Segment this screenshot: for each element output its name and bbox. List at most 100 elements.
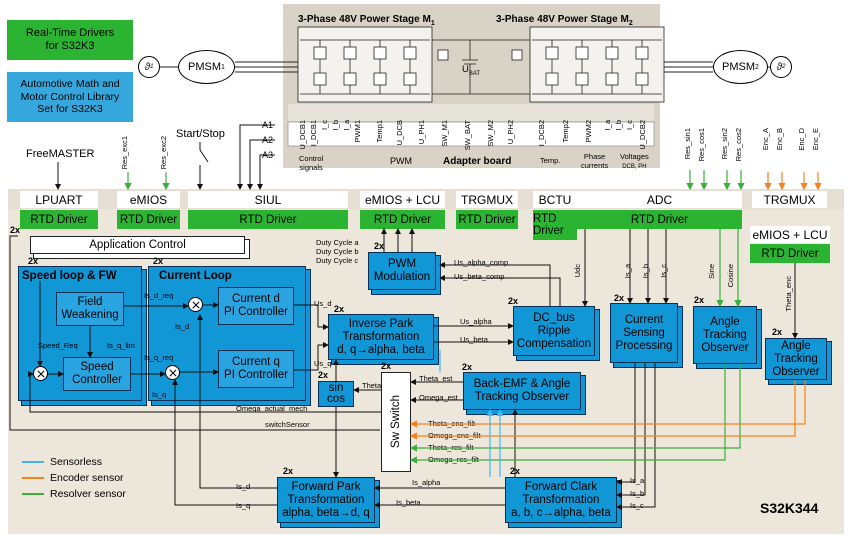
- legend-encoder: Encoder sensor: [22, 472, 124, 484]
- x2-label-ato1: 2x: [694, 295, 705, 305]
- duty-cycle-b-label: Duty Cycle b: [316, 247, 359, 256]
- back-emf-observer-block: Back-EMF & Angle Tracking Observer: [463, 372, 581, 410]
- omega-actual-mech-label: Omega_actual_mech: [236, 404, 308, 413]
- duty-cycle-c-label: Duty Cycle c: [316, 256, 359, 265]
- x2-label-cursense: 2x: [614, 293, 625, 303]
- us-alpha-label: Us_alpha: [460, 317, 492, 326]
- current-q-controller-block: Current q PI Controller: [218, 350, 294, 388]
- adapter-board-label: Adapter board: [443, 156, 512, 167]
- forward-clark-block: Forward Clark Transformation a, b, c→alp…: [505, 477, 617, 523]
- bctu-periph: BCTU: [533, 191, 577, 208]
- theta-est-label: Theta_est: [419, 374, 453, 383]
- is-a-label-clark: Is_a: [630, 476, 645, 485]
- siul-periph: SIUL: [188, 191, 348, 208]
- legend-sensorless-swatch: [22, 461, 44, 463]
- pwm-modulation-block: PWM Modulation: [368, 252, 436, 290]
- start-stop-label: Start/Stop: [176, 128, 225, 140]
- speed-req-label: Speed_Req: [38, 341, 78, 350]
- x2-label-current: 2x: [153, 256, 164, 266]
- legend-resolver-swatch: [22, 493, 44, 495]
- phase-currents-label: Phase currents: [581, 152, 609, 170]
- current-sensing-block: Current Sensing Processing: [610, 303, 678, 363]
- emios-lcu-periph: eMIOS + LCU: [360, 191, 445, 208]
- rtd-siul: RTD Driver: [188, 210, 348, 229]
- x2-label-bemf: 2x: [462, 362, 473, 372]
- legend-rtd-box: Real-Time Drivers for S32K3: [7, 20, 133, 60]
- duty-cycle-a-label: Duty Cycle a: [316, 238, 359, 247]
- emios-lcu2-periph: eMIOS + LCU: [750, 226, 830, 243]
- is-c-label-clark: Is_c: [630, 501, 644, 510]
- speed-controller-block: Speed Controller: [63, 357, 131, 391]
- angle-tracking-observer-encoder-block: Angle Tracking Observer: [765, 338, 827, 380]
- x2-label-sincos: 2x: [318, 370, 329, 380]
- rtd-trgmux: RTD Driver: [456, 210, 518, 229]
- current-loop-title: Current Loop: [159, 270, 232, 282]
- theta-label: Theta: [362, 381, 382, 390]
- rtd-adc: RTD Driver: [577, 210, 742, 229]
- us-beta-comp-label: Us_beta_comp: [454, 272, 505, 281]
- rtd-emios-lcu: RTD Driver: [360, 210, 445, 229]
- control-signals-label: Control signals: [299, 154, 324, 172]
- legend-resolver: Resolver sensor: [22, 488, 126, 500]
- temp-label: Temp.: [540, 156, 561, 165]
- x2-label-fpark: 2x: [283, 466, 294, 476]
- us-q-label: Us_q: [314, 359, 332, 368]
- is-b-label-clark: Is_b: [630, 489, 645, 498]
- is-q-req-label: Is_q_req: [144, 353, 174, 362]
- lpuart-periph: LPUART: [20, 191, 98, 208]
- is-q-lim-label: Is_q_lim: [107, 341, 135, 350]
- chip-label: S32K344: [760, 500, 819, 516]
- adc-periph: ADC: [577, 191, 742, 208]
- x2-label-app: 2x: [10, 225, 21, 235]
- inverse-park-block: Inverse Park Transformation d, q→alpha, …: [328, 314, 434, 360]
- is-q-label-loop: Is_q: [152, 390, 167, 399]
- ubat-label: UBAT: [462, 64, 481, 77]
- x2-label-dcbus: 2x: [508, 296, 519, 306]
- rtd-lpuart: RTD Driver: [20, 210, 98, 229]
- legend-sensorless: Sensorless: [22, 456, 102, 468]
- forward-park-block: Forward Park Transformation alpha, beta→…: [277, 477, 375, 523]
- is-d-label-loop: Is_d: [175, 322, 190, 331]
- x2-label-ipark: 2x: [334, 304, 345, 314]
- legend-encoder-swatch: [22, 477, 44, 479]
- application-control-block: Application Control: [30, 236, 245, 254]
- rtd-emios-lcu2: RTD Driver: [750, 244, 830, 263]
- is-d-req-label: Is_d_req: [144, 291, 174, 300]
- current-d-controller-block: Current d PI Controller: [218, 287, 294, 325]
- trgmux-periph: TRGMUX: [456, 191, 518, 208]
- switch-sensor-label: switchSensor: [265, 420, 310, 429]
- angle-tracking-observer-resolver-block: Angle Tracking Observer: [693, 306, 757, 364]
- us-d-label: Us_d: [314, 299, 332, 308]
- rtd-bctu: RTD Driver: [533, 210, 577, 240]
- sin-cos-block: sin cos: [318, 381, 354, 407]
- is-beta-label: Is_beta: [396, 498, 421, 507]
- trgmux2-periph: TRGMUX: [752, 191, 827, 208]
- us-alpha-comp-label: Us_alpha_comp: [454, 258, 509, 267]
- x2-label-pwm: 2x: [374, 241, 385, 251]
- x2-label-speed: 2x: [28, 256, 39, 266]
- emios-periph: eMIOS: [117, 191, 180, 208]
- omega-est-label: Omega_est: [419, 393, 458, 402]
- freemaster-label: FreeMASTER: [26, 148, 95, 160]
- dc-bus-ripple-block: DC_bus Ripple Compensation: [513, 306, 595, 356]
- field-weakening-block: Field Weakening: [56, 292, 124, 326]
- x2-label-ato2: 2x: [772, 327, 783, 337]
- speed-loop-title: Speed loop & FW: [22, 270, 117, 282]
- legend-amm-box: Automotive Math and Motor Control Librar…: [7, 72, 133, 122]
- pwm-label: PWM: [390, 156, 412, 166]
- sw-switch-block: Sw Switch: [381, 372, 411, 472]
- us-beta-label: Us_beta: [460, 335, 488, 344]
- rtd-emios: RTD Driver: [117, 210, 180, 229]
- x2-label-swswitch: 2x: [381, 361, 392, 371]
- power-stage-m1-title: 3-Phase 48V Power Stage M1: [298, 14, 435, 27]
- is-alpha-label: Is_alpha: [412, 478, 441, 487]
- power-stage-m2-title: 3-Phase 48V Power Stage M2: [496, 14, 633, 27]
